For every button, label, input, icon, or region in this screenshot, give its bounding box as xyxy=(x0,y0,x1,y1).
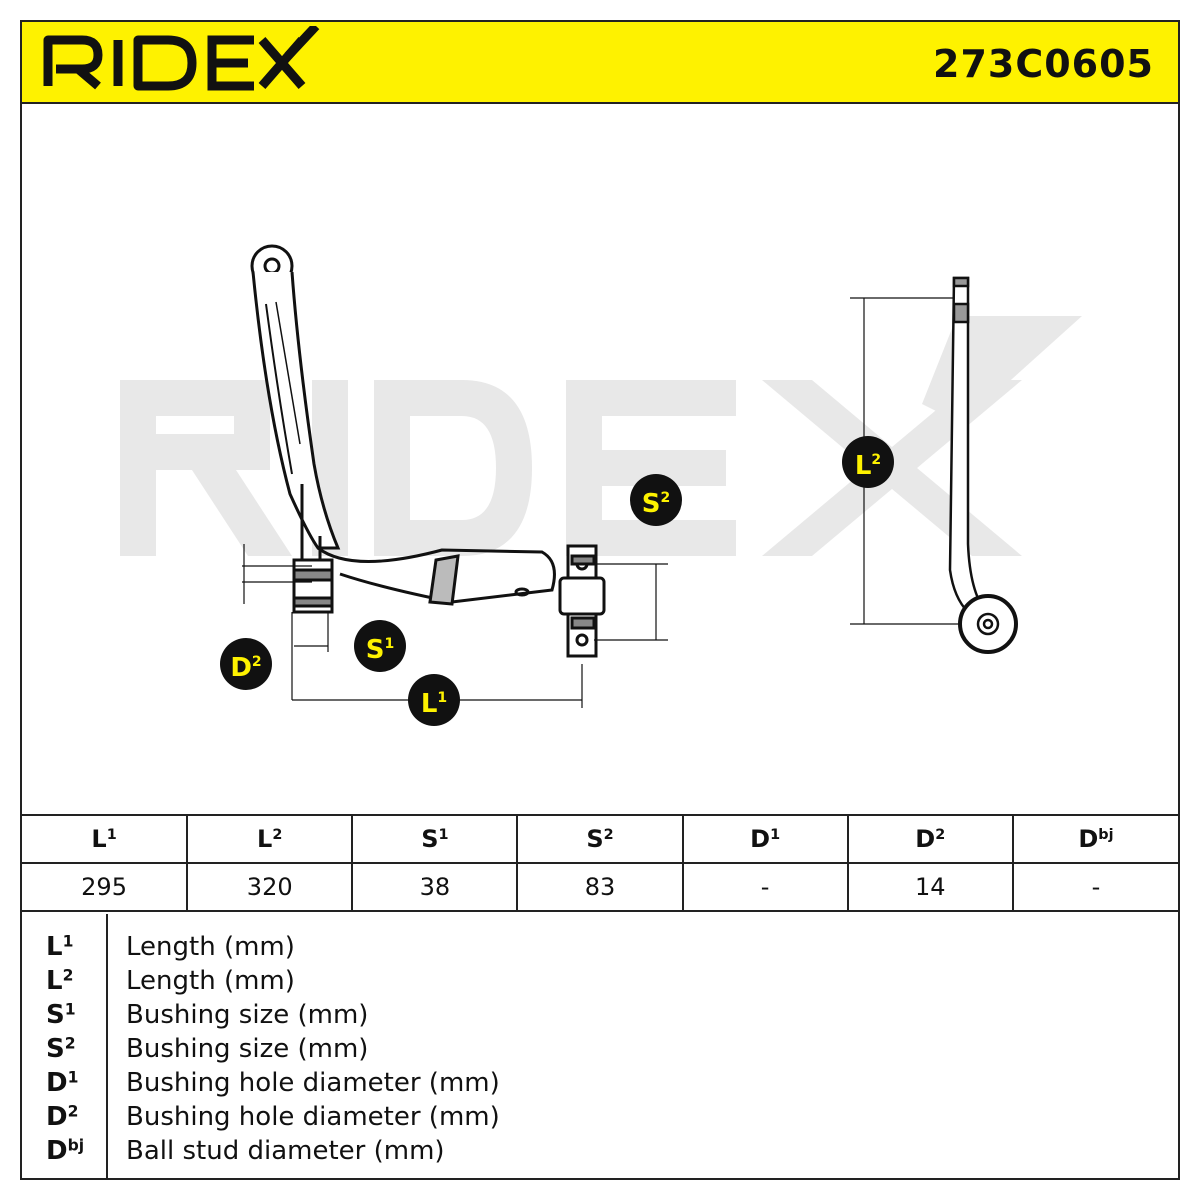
table-header-s2: S2 xyxy=(516,814,684,864)
svg-text:L1: L1 xyxy=(421,689,447,719)
legend-symbol: S2 xyxy=(46,1034,76,1064)
legend-description: Bushing hole diameter (mm) xyxy=(126,1068,500,1098)
legend-item: Dbj Ball stud diameter (mm) xyxy=(22,1136,1178,1170)
svg-text:S1: S1 xyxy=(366,635,394,665)
ridex-logo xyxy=(43,26,320,91)
legend-description: Bushing size (mm) xyxy=(126,1000,369,1030)
legend-item: L1 Length (mm) xyxy=(22,932,1178,966)
table-value-d2: 14 xyxy=(846,862,1014,912)
callout-S1: S1 xyxy=(354,620,406,672)
table-header-d2: D2 xyxy=(846,814,1014,864)
callout-D2: D2 xyxy=(220,638,272,690)
callout-L1: L1 xyxy=(408,674,460,726)
legend-description: Length (mm) xyxy=(126,966,295,996)
spec-table-value-row: 295 320 38 83 - 14 - xyxy=(22,862,1178,912)
table-value-l1: 295 xyxy=(22,862,189,912)
legend-description: Bushing size (mm) xyxy=(126,1034,369,1064)
table-header-dbj: Dbj xyxy=(1011,814,1178,864)
svg-text:L2: L2 xyxy=(855,451,881,481)
table-header-l2: L2 xyxy=(186,814,354,864)
legend-item: D2 Bushing hole diameter (mm) xyxy=(22,1102,1178,1136)
legend-divider xyxy=(106,914,108,1180)
table-value-s1: 38 xyxy=(351,862,519,912)
legend-description: Bushing hole diameter (mm) xyxy=(126,1102,500,1132)
legend-description: Ball stud diameter (mm) xyxy=(126,1136,445,1166)
legend-symbol: D2 xyxy=(46,1102,79,1132)
legend-symbol: L1 xyxy=(46,932,74,962)
callout-L2: L2 xyxy=(842,436,894,488)
legend: L1 Length (mm) L2 Length (mm) S1 Bushing… xyxy=(22,914,1178,1180)
dimension-lines xyxy=(242,297,962,708)
table-header-l1: L1 xyxy=(22,814,189,864)
spec-sheet: 273C0605 xyxy=(20,20,1180,1180)
control-arm-side-view xyxy=(948,276,1018,654)
technical-drawing: L2 S2 S1 D2 L1 xyxy=(120,244,1082,726)
legend-description: Length (mm) xyxy=(126,932,295,962)
table-header-d1: D1 xyxy=(681,814,849,864)
legend-item: L2 Length (mm) xyxy=(22,966,1178,1000)
table-value-l2: 320 xyxy=(186,862,354,912)
part-number: 273C0605 xyxy=(933,42,1154,86)
legend-symbol: S1 xyxy=(46,1000,76,1030)
table-value-d1: - xyxy=(681,862,849,912)
callout-S2: S2 xyxy=(630,474,682,526)
legend-symbol: D1 xyxy=(46,1068,79,1098)
spec-table-header-row: L1 L2 S1 S2 D1 D2 Dbj xyxy=(22,814,1178,864)
table-value-dbj: - xyxy=(1011,862,1178,912)
legend-item: D1 Bushing hole diameter (mm) xyxy=(22,1068,1178,1102)
legend-symbol: L2 xyxy=(46,966,74,996)
legend-symbol: Dbj xyxy=(46,1136,85,1166)
svg-text:D2: D2 xyxy=(230,653,261,683)
svg-text:S2: S2 xyxy=(642,489,670,519)
spec-table: L1 L2 S1 S2 D1 D2 Dbj 295 320 38 83 - 14… xyxy=(22,814,1178,912)
legend-item: S2 Bushing size (mm) xyxy=(22,1034,1178,1068)
table-value-s2: 83 xyxy=(516,862,684,912)
legend-item: S1 Bushing size (mm) xyxy=(22,1000,1178,1034)
table-header-s1: S1 xyxy=(351,814,519,864)
header-bar: 273C0605 xyxy=(22,22,1178,104)
control-arm-front-view xyxy=(250,244,606,658)
